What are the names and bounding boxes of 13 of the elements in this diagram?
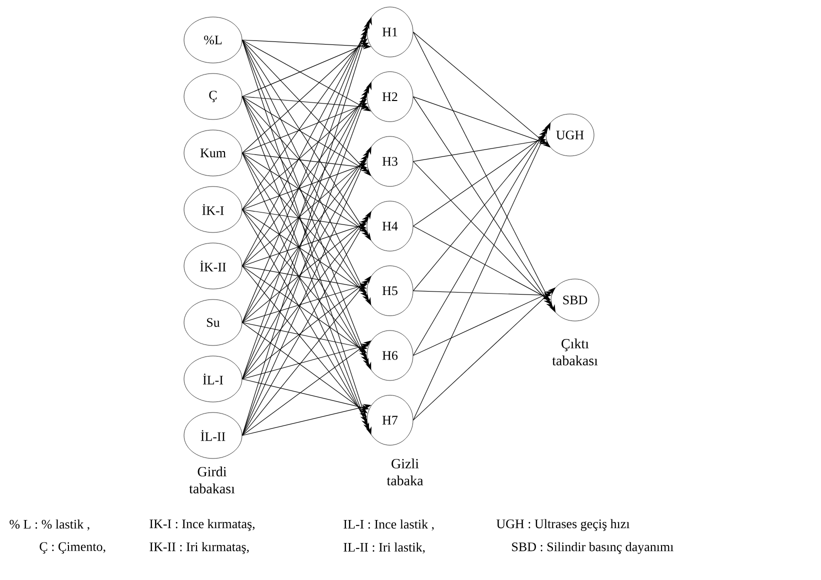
- legend-entry: IK-II : Iri kırmataş,: [150, 542, 249, 554]
- legend-entry: IL-II : Iri lastik,: [344, 542, 425, 554]
- legend-entry: % L : % lastik ,: [10, 519, 90, 530]
- legend-entry: UGH : Ultrases geçiş hızı: [496, 519, 630, 531]
- layer-caption: Çıktı tabakası: [552, 338, 598, 366]
- legend-entry: IL-I : Ince lastik ,: [344, 519, 434, 530]
- arrow: [242, 98, 367, 210]
- arrow: [242, 34, 367, 210]
- arrow: [242, 42, 369, 97]
- layer-caption: Gizli tabaka: [386, 458, 424, 486]
- legend-entry: Ç : Çimento,: [40, 542, 106, 554]
- legend-entry: IK-I : Ince kırmataş,: [150, 519, 255, 531]
- legend-entry: SBD : Silindir basınç dayanımı: [512, 542, 674, 554]
